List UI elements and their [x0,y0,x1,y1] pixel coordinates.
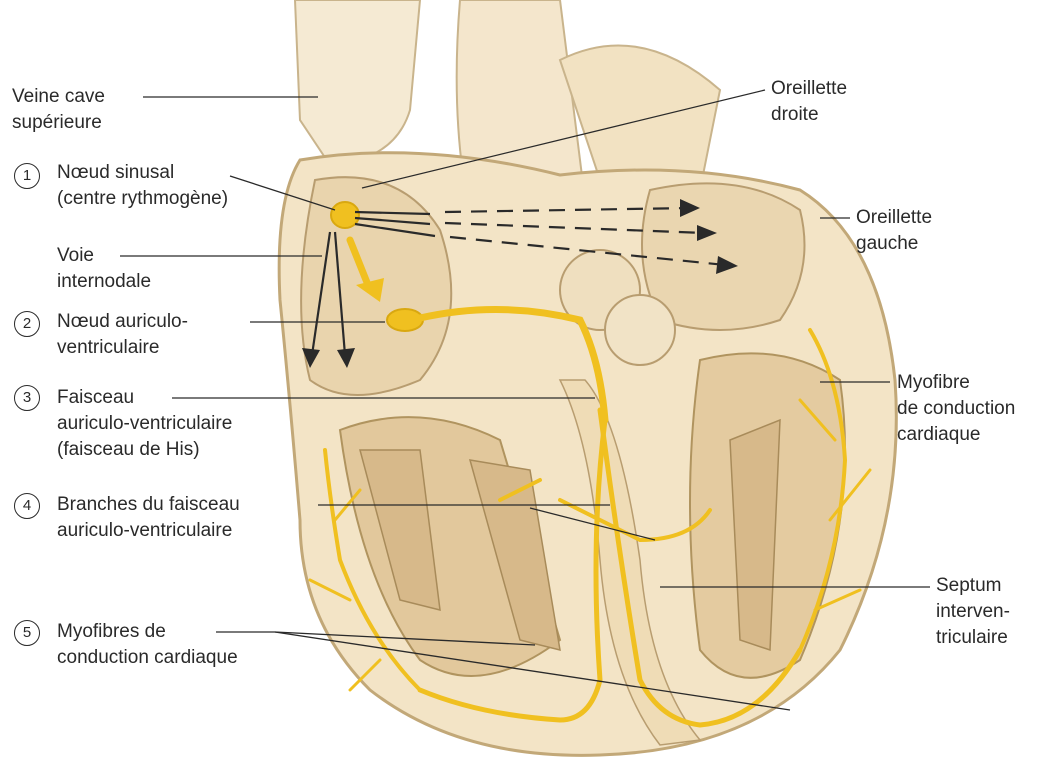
label-line: Septum [936,573,1010,599]
label-line: droite [771,102,847,128]
label-internodal-pathway: Voie internodale [57,243,151,295]
label-line: internodale [57,269,151,295]
number-badge-1: 1 [14,163,40,189]
label-line: triculaire [936,625,1010,651]
label-line: Nœud sinusal [57,160,228,186]
label-line: ventriculaire [57,335,188,361]
number-badge-4: 4 [14,493,40,519]
label-left-atrium: Oreillette gauche [856,205,932,257]
label-conduction-myofiber: Myofibre de conduction cardiaque [897,370,1015,448]
label-line: (faisceau de His) [57,437,232,463]
label-line: Branches du faisceau [57,492,240,518]
label-line: Nœud auriculo- [57,309,188,335]
label-line: Faisceau [57,385,232,411]
label-line: Oreillette [856,205,932,231]
number-badge-3: 3 [14,385,40,411]
label-line: gauche [856,231,932,257]
label-line: auriculo-ventriculaire [57,518,240,544]
label-line: auriculo-ventriculaire [57,411,232,437]
label-line: Oreillette [771,76,847,102]
sinoatrial-node [331,202,359,228]
label-bundle-branches: Branches du faisceau auriculo-ventricula… [57,492,240,544]
label-line: Myofibre [897,370,1015,396]
label-superior-vena-cava: Veine cave supérieure [12,84,105,136]
superior-vena-cava [295,0,420,165]
label-line: Veine cave [12,84,105,110]
label-purkinje-fibers: Myofibres de conduction cardiaque [57,619,238,671]
label-line: supérieure [12,110,105,136]
label-av-node: Nœud auriculo- ventriculaire [57,309,188,361]
label-line: Myofibres de [57,619,238,645]
label-line: interven- [936,599,1010,625]
pulmonary-valve [605,295,675,365]
label-line: (centre rythmogène) [57,186,228,212]
label-right-atrium: Oreillette droite [771,76,847,128]
label-line: de conduction [897,396,1015,422]
label-line: cardiaque [897,422,1015,448]
label-line: Voie [57,243,151,269]
label-sinus-node: Nœud sinusal (centre rythmogène) [57,160,228,212]
label-bundle-of-his: Faisceau auriculo-ventriculaire (faiscea… [57,385,232,463]
label-interventricular-septum: Septum interven- triculaire [936,573,1010,651]
number-badge-2: 2 [14,311,40,337]
label-line: conduction cardiaque [57,645,238,671]
number-badge-5: 5 [14,620,40,646]
